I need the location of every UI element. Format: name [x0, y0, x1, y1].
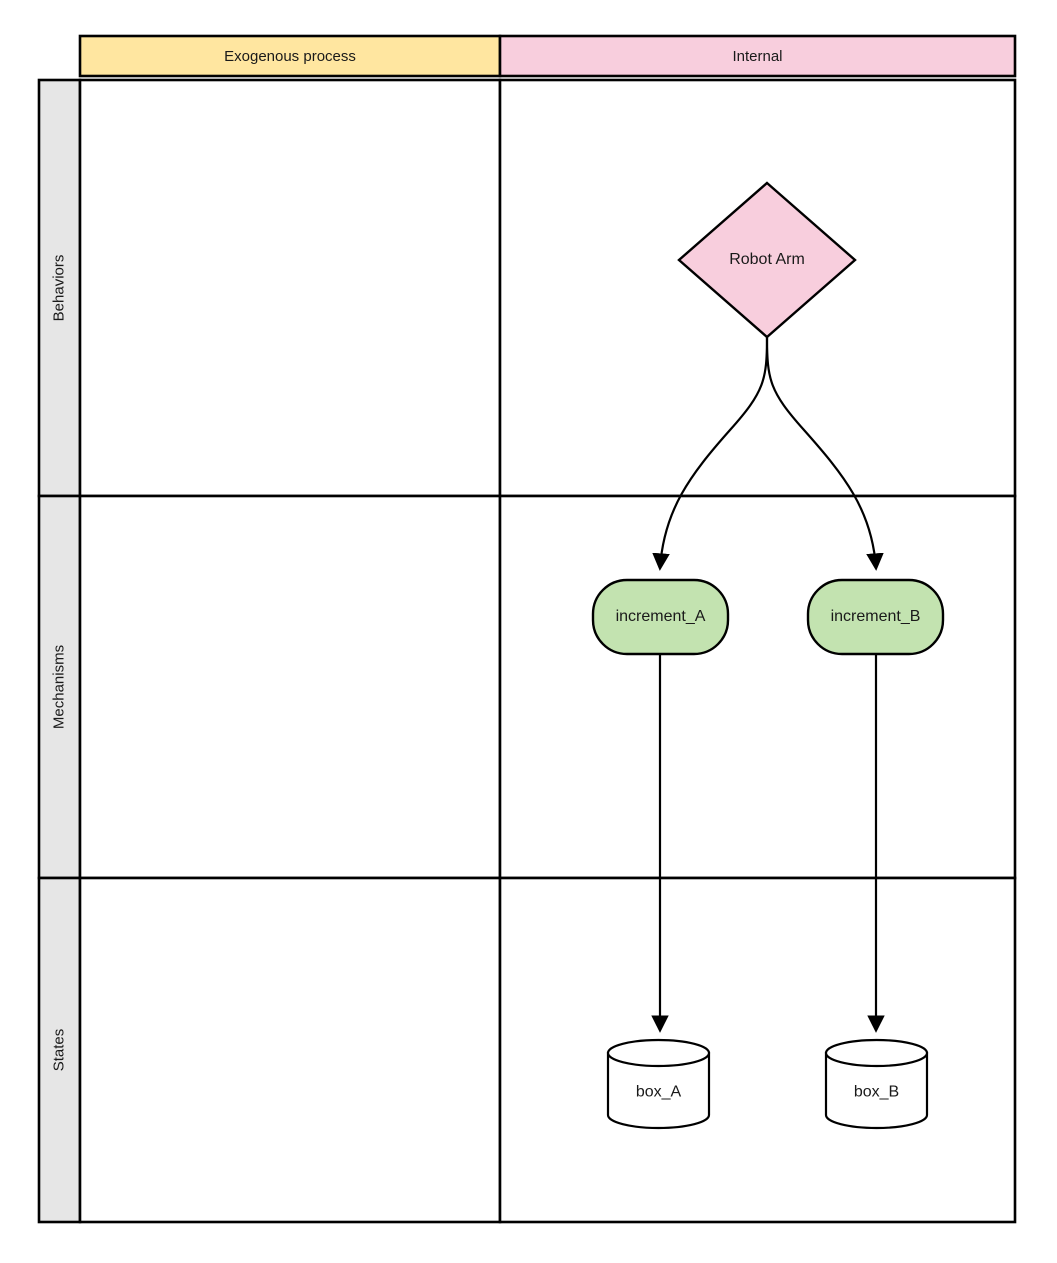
grid-cell-exogenous-mechanisms [78, 494, 502, 880]
cylinder-top-box_b [824, 1038, 929, 1068]
node-increment_a[interactable]: increment_A [591, 578, 730, 656]
diamond-shape-robot_arm [677, 181, 857, 339]
rounded-rect-shape-increment_a [591, 578, 730, 656]
grid-cell-exogenous-states [78, 876, 502, 1224]
row-header-label-states: States [50, 1029, 67, 1072]
node-label-box_a: box_A [636, 1084, 682, 1101]
node-label-increment_a: increment_A [616, 608, 706, 625]
cylinder-body-box_b [824, 1051, 929, 1130]
lane-header-internal [498, 34, 1017, 78]
node-label-increment_b: increment_B [831, 608, 921, 625]
row-header-states [37, 876, 82, 1224]
lane-header-label-internal: Internal [732, 48, 782, 65]
node-box_a[interactable]: box_A [606, 1038, 711, 1130]
cylinder-top-box_a [606, 1038, 711, 1068]
node-box_b[interactable]: box_B [824, 1038, 929, 1130]
row-header-label-mechanisms: Mechanisms [50, 645, 67, 729]
node-group: Robot Arm increment_A increment_B box_A box_… [591, 181, 945, 1130]
edge-group [651, 336, 885, 1033]
grid-cell-internal-mechanisms [498, 494, 1017, 880]
grid-cell-internal-states [498, 876, 1017, 1224]
node-robot_arm[interactable]: Robot Arm [677, 181, 857, 339]
lane-header-label-exogenous: Exogenous process [224, 48, 356, 65]
grid-cell-exogenous-behaviors [78, 78, 502, 498]
lane-header-exogenous [78, 34, 502, 78]
node-label-robot_arm: Robot Arm [729, 251, 805, 268]
row-header-label-behaviors: Behaviors [50, 255, 67, 322]
grid-cell-group [78, 78, 1017, 1224]
cylinder-body-box_a [606, 1051, 711, 1130]
node-label-box_b: box_B [854, 1084, 899, 1101]
node-increment_b[interactable]: increment_B [806, 578, 945, 656]
edge-robot_arm-to-increment_a [652, 336, 769, 571]
rounded-rect-shape-increment_b [806, 578, 945, 656]
edge-robot_arm-to-increment_b [765, 336, 884, 571]
lane-header-group: Exogenous process Internal [78, 34, 1017, 78]
